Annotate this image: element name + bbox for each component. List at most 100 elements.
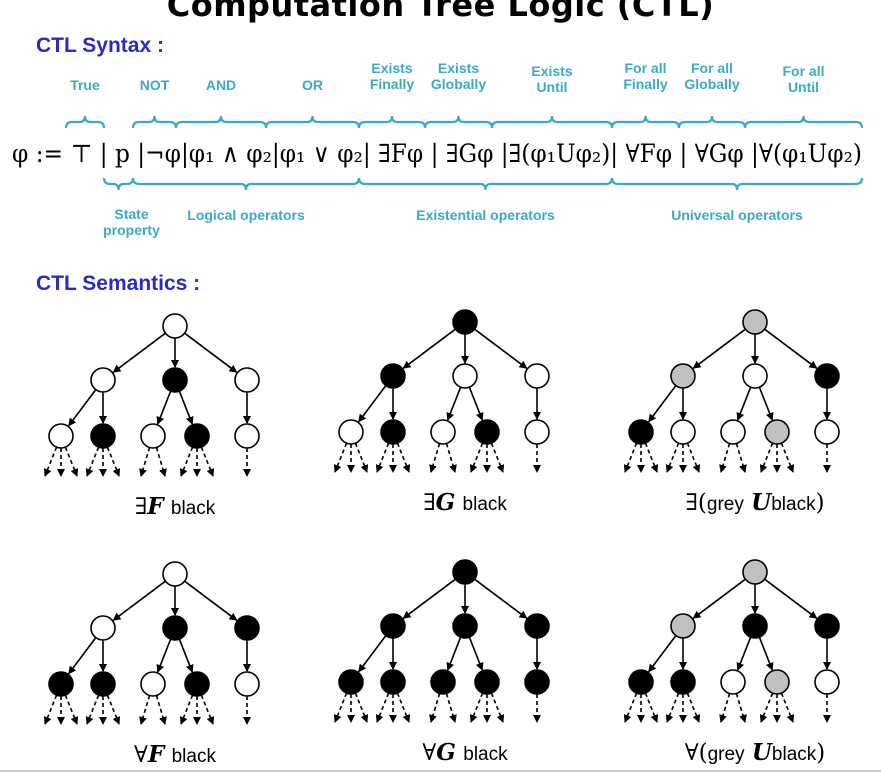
tree-continuation bbox=[85, 446, 100, 477]
tree-edge bbox=[736, 636, 752, 671]
tree-edge bbox=[474, 328, 528, 369]
tree-node-level1 bbox=[742, 363, 768, 389]
tree-continuation bbox=[396, 692, 411, 723]
tree-continuation bbox=[429, 693, 441, 723]
tree-node-level2 bbox=[140, 423, 166, 449]
tree-node-level2 bbox=[338, 669, 364, 695]
tree-caption: ∀G black bbox=[422, 739, 508, 766]
tree-root-node bbox=[742, 309, 768, 335]
label-forall-globally: For all bbox=[691, 60, 733, 76]
tree-edge bbox=[156, 638, 172, 673]
tree-continuation bbox=[155, 695, 167, 725]
tree-edge bbox=[358, 635, 387, 673]
label-and: AND bbox=[206, 77, 236, 93]
tree-node-level2 bbox=[140, 671, 166, 697]
tree-node-level1 bbox=[670, 613, 696, 639]
tree-node-level1 bbox=[162, 367, 188, 393]
tree-continuation bbox=[719, 443, 731, 473]
tree-node-level1 bbox=[742, 613, 768, 639]
tree-continuation bbox=[686, 442, 701, 473]
tree-ag-black: ∀G black bbox=[333, 559, 550, 766]
tree-edge bbox=[648, 635, 677, 673]
tree-caption: ∀F black bbox=[134, 741, 216, 768]
tree-node-level2 bbox=[184, 423, 210, 449]
tree-continuation bbox=[429, 443, 441, 473]
tree-edge bbox=[446, 636, 462, 671]
bottom-divider bbox=[0, 770, 881, 772]
tree-node-level2 bbox=[764, 419, 790, 445]
tree-node-level1 bbox=[814, 363, 840, 389]
tree-continuation bbox=[354, 692, 369, 723]
tree-continuation bbox=[490, 692, 505, 723]
tree-eu-grey-black: ∃(grey Ublack) bbox=[623, 309, 840, 516]
tree-node-level1 bbox=[670, 363, 696, 389]
tree-edge bbox=[156, 390, 172, 425]
tree-node-level1 bbox=[814, 613, 840, 639]
tree-node-level2 bbox=[430, 669, 456, 695]
tree-continuation bbox=[665, 442, 680, 473]
tree-edge bbox=[112, 332, 166, 373]
tree-continuation bbox=[375, 442, 390, 473]
tree-edge bbox=[692, 328, 746, 369]
tree-caption: ∃(grey Ublack) bbox=[685, 489, 824, 516]
tree-node-level1 bbox=[234, 367, 260, 393]
label-exists-finally: Finally bbox=[370, 76, 415, 92]
tree-node-level2 bbox=[90, 423, 116, 449]
tree-edge bbox=[648, 385, 677, 423]
tree-au-grey-black: ∀(grey Ublack) bbox=[623, 559, 840, 766]
label-forall-finally: Finally bbox=[623, 76, 668, 92]
tree-root-node bbox=[162, 313, 188, 339]
tree-ef-black: ∃F black bbox=[43, 313, 260, 520]
brace-exists-until bbox=[490, 115, 614, 129]
tree-continuation bbox=[665, 692, 680, 723]
trees-group: ∃F black∃G black∃(grey Ublack)∀F black∀G… bbox=[43, 309, 840, 768]
tree-edge bbox=[758, 636, 774, 671]
tree-continuation bbox=[623, 442, 638, 473]
brace-not bbox=[131, 115, 178, 129]
tree-node-level1 bbox=[452, 363, 478, 389]
label-not: NOT bbox=[140, 77, 170, 93]
tree-node-level1 bbox=[234, 615, 260, 641]
semantics-heading: CTL Semantics : bbox=[36, 272, 201, 295]
tree-node-level2 bbox=[670, 669, 696, 695]
tree-continuation bbox=[780, 692, 795, 723]
brace-state-property bbox=[102, 177, 135, 191]
tree-root-node bbox=[452, 309, 478, 335]
tree-node-level1 bbox=[380, 363, 406, 389]
tree-continuation bbox=[644, 692, 659, 723]
tree-node-level2 bbox=[430, 419, 456, 445]
tree-continuation bbox=[139, 695, 151, 725]
brace-true bbox=[64, 115, 106, 129]
tree-continuation bbox=[106, 694, 121, 725]
brace-universal-operators bbox=[610, 177, 864, 191]
tree-node-level2 bbox=[48, 671, 74, 697]
tree-node-level1 bbox=[90, 367, 116, 393]
tree-root-node bbox=[452, 559, 478, 585]
label-exists-until: Until bbox=[536, 79, 567, 95]
tree-continuation bbox=[445, 693, 457, 723]
tree-continuation bbox=[85, 694, 100, 725]
brace-exists-finally bbox=[357, 115, 427, 129]
tree-node-level2 bbox=[234, 671, 260, 697]
tree-root-node bbox=[162, 561, 188, 587]
tree-node-level2 bbox=[234, 423, 260, 449]
tree-continuation bbox=[64, 694, 79, 725]
tree-edge bbox=[184, 332, 238, 373]
tree-caption: ∀(grey Ublack) bbox=[685, 739, 826, 766]
tree-continuation bbox=[106, 446, 121, 477]
tree-node-level2 bbox=[670, 419, 696, 445]
tree-root-node bbox=[742, 559, 768, 585]
tree-edge bbox=[178, 638, 194, 673]
tree-continuation bbox=[43, 694, 58, 725]
brace-forall-finally bbox=[610, 115, 681, 129]
tree-continuation bbox=[375, 692, 390, 723]
brace-logical-operators bbox=[131, 177, 361, 191]
tree-edge bbox=[692, 578, 746, 619]
tree-continuation bbox=[469, 692, 484, 723]
label-exists-globally: Globally bbox=[431, 76, 486, 92]
tree-node-level1 bbox=[524, 363, 550, 389]
tree-node-level2 bbox=[628, 669, 654, 695]
tree-continuation bbox=[686, 692, 701, 723]
tree-edge bbox=[764, 578, 818, 619]
tree-node-level2 bbox=[48, 423, 74, 449]
